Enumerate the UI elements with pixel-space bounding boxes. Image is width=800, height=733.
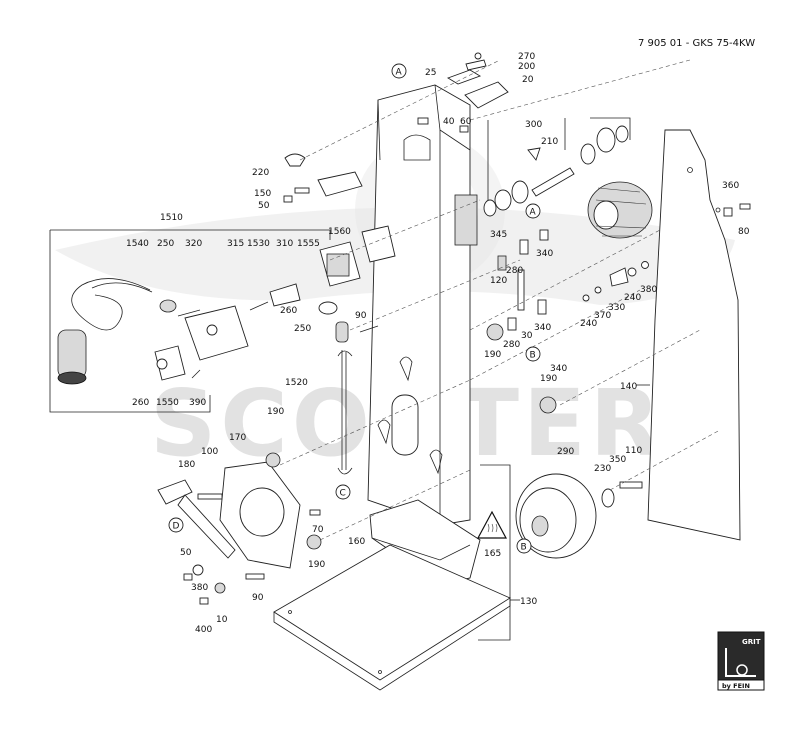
label-90-lower: 90 xyxy=(252,593,264,603)
label-200: 200 xyxy=(518,62,535,72)
label-25: 25 xyxy=(425,68,436,78)
electrical-components xyxy=(57,153,396,385)
label-190-a: 190 xyxy=(484,350,501,360)
right-small-parts xyxy=(497,203,751,331)
callout-markers: A A B B C D xyxy=(168,63,541,554)
label-240-a: 240 xyxy=(624,293,641,303)
label-340-a: 340 xyxy=(536,249,553,259)
label-360: 360 xyxy=(722,181,739,191)
label-1510: 1510 xyxy=(160,213,183,223)
label-1530: 1530 xyxy=(247,239,270,249)
label-210: 210 xyxy=(541,137,558,147)
label-50-top: 50 xyxy=(258,201,270,211)
label-1560: 1560 xyxy=(328,227,351,237)
document-title: 7 905 01 - GKS 75-4KW xyxy=(638,38,755,49)
label-100: 100 xyxy=(201,447,218,457)
label-40: 40 xyxy=(443,117,455,127)
callout-b-lower: B xyxy=(521,543,527,553)
drive-shaft-assembly xyxy=(483,125,653,239)
label-240-b: 240 xyxy=(580,319,597,329)
label-170: 170 xyxy=(229,433,246,443)
label-390: 390 xyxy=(189,398,206,408)
label-400: 400 xyxy=(195,625,212,635)
label-300: 300 xyxy=(525,120,542,130)
label-230: 230 xyxy=(594,464,611,474)
label-260-mid: 260 xyxy=(280,306,297,316)
wire-harness xyxy=(337,350,353,475)
label-280-b: 280 xyxy=(503,340,520,350)
label-380-b: 380 xyxy=(191,583,208,593)
label-1540: 1540 xyxy=(126,239,149,249)
label-250-mid: 250 xyxy=(294,324,311,334)
label-380-a: 380 xyxy=(640,285,657,295)
dust-tray-and-base xyxy=(273,499,511,691)
label-110: 110 xyxy=(625,446,642,456)
leader-lines xyxy=(49,59,721,641)
label-1555: 1555 xyxy=(297,239,320,249)
label-160: 160 xyxy=(348,537,365,547)
label-280-a: 280 xyxy=(506,266,523,276)
tilt-bracket xyxy=(157,452,322,605)
label-30: 30 xyxy=(521,331,533,341)
label-140: 140 xyxy=(620,382,637,392)
label-60: 60 xyxy=(460,117,472,127)
label-250-left: 250 xyxy=(157,239,174,249)
callout-c: C xyxy=(340,489,346,499)
drive-wheel xyxy=(486,323,643,559)
label-20: 20 xyxy=(522,75,534,85)
label-270: 270 xyxy=(518,52,535,62)
label-130: 130 xyxy=(520,597,537,607)
svg-text:GRIT: GRIT xyxy=(742,638,761,646)
callout-a-top: A xyxy=(396,68,403,78)
label-310: 310 xyxy=(276,239,293,249)
label-80: 80 xyxy=(738,227,750,237)
callout-a-right: A xyxy=(530,208,537,218)
label-260-left: 260 xyxy=(132,398,149,408)
part-labels: 270 200 25 20 40 60 300 210 220 150 50 1… xyxy=(126,52,750,635)
callout-b-upper: B xyxy=(530,351,536,361)
label-180: 180 xyxy=(178,460,195,470)
label-190-b: 190 xyxy=(540,374,557,384)
label-1520: 1520 xyxy=(285,378,308,388)
main-housing xyxy=(367,84,478,526)
label-320: 320 xyxy=(185,239,202,249)
callout-d: D xyxy=(173,522,180,532)
label-350: 350 xyxy=(609,455,626,465)
side-guard-panel xyxy=(647,129,741,541)
top-cover-parts xyxy=(417,52,509,133)
label-165: 165 xyxy=(484,549,501,559)
label-345: 345 xyxy=(490,230,507,240)
label-50-bottom: 50 xyxy=(180,548,192,558)
label-150: 150 xyxy=(254,189,271,199)
label-1550: 1550 xyxy=(156,398,179,408)
label-120: 120 xyxy=(490,276,507,286)
label-70: 70 xyxy=(312,525,324,535)
label-290: 290 xyxy=(557,447,574,457)
svg-text:by FEIN: by FEIN xyxy=(722,682,750,690)
label-220: 220 xyxy=(252,168,269,178)
label-190-d: 190 xyxy=(308,560,325,570)
label-370: 370 xyxy=(594,311,611,321)
label-315: 315 xyxy=(227,239,244,249)
label-340-b: 340 xyxy=(534,323,551,333)
label-10: 10 xyxy=(216,615,228,625)
label-90-upper: 90 xyxy=(355,311,367,321)
label-330: 330 xyxy=(608,303,625,313)
label-340-c: 340 xyxy=(550,364,567,374)
label-190-c: 190 xyxy=(267,407,284,417)
grit-by-fein-logo: GRIT by FEIN xyxy=(717,631,765,691)
